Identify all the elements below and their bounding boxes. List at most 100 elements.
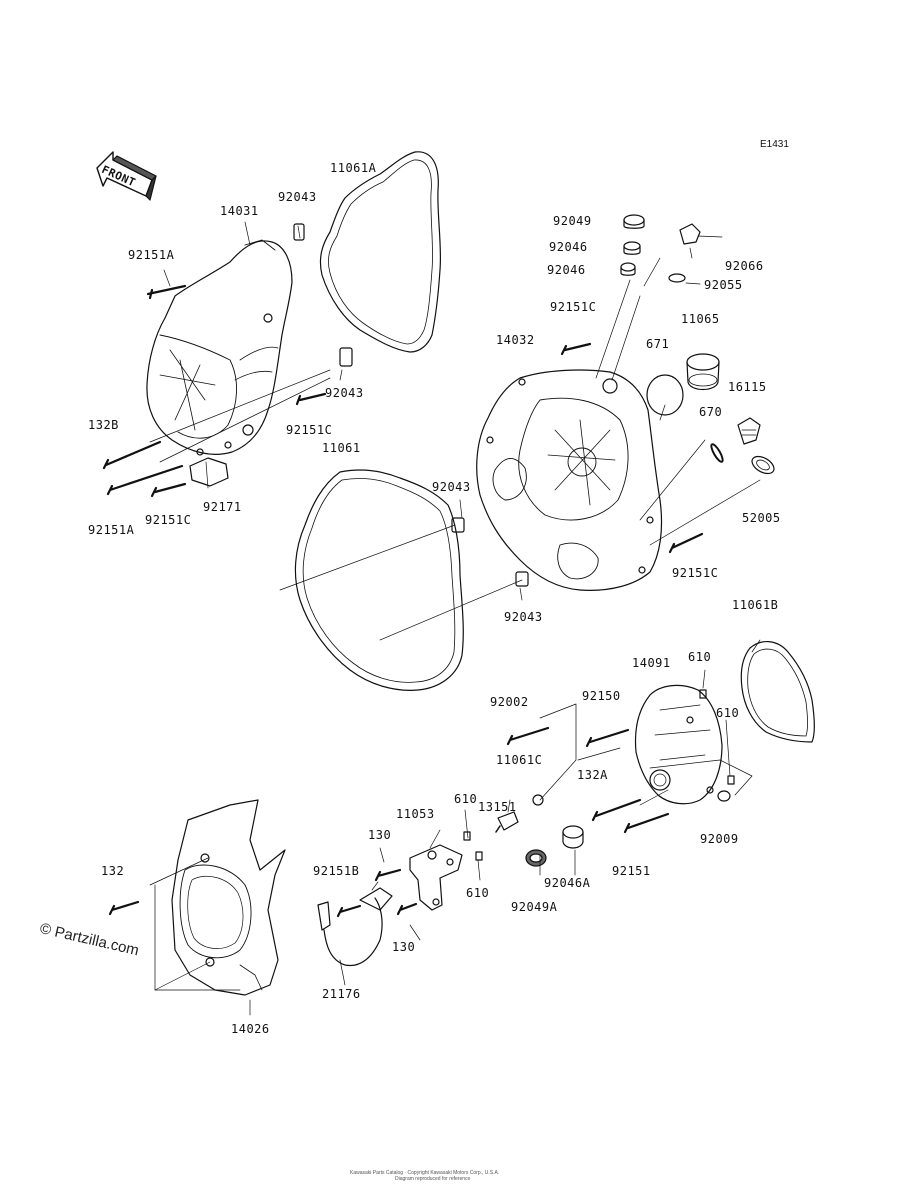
gasket-11061 [294,469,464,691]
label-610-b: 610 [716,706,740,720]
label-92066: 92066 [725,259,764,273]
gasket-11061b [740,641,815,743]
label-14032: 14032 [496,333,535,347]
label-610-d: 610 [466,886,490,900]
label-92043-mid: 92043 [325,386,364,400]
label-92151a-top: 92151A [128,248,175,262]
pin-610-d [475,851,483,861]
label-14091: 14091 [632,656,671,670]
label-92151c-top: 92151C [550,300,597,314]
bolt-130-a [336,904,362,918]
label-671: 671 [646,337,670,351]
bolt-132b [102,440,162,470]
label-92151a-bot: 92151A [88,523,135,537]
label-92049: 92049 [553,214,592,228]
bolt-92151a-top [146,284,187,300]
oring-92055 [668,273,686,283]
bearing-92046a [562,825,584,849]
seal-92049 [623,214,645,226]
label-670: 670 [699,405,723,419]
bolt-92151c-right [668,532,704,554]
bolt-92151a-bot [106,464,184,496]
fitting-92066 [679,223,701,245]
label-92043-top: 92043 [278,190,317,204]
sensor-21176 [317,887,393,967]
label-21176: 21176 [322,987,361,1001]
bracket-11053 [409,844,463,911]
label-92046-b: 92046 [547,263,586,277]
label-11061c: 11061C [496,753,543,767]
cover-14031 [146,239,293,456]
plug-16115 [737,417,761,445]
bearing-92046a [623,241,641,251]
bolt-92002 [506,726,550,746]
label-92043-c: 92043 [432,480,471,494]
label-130-b: 130 [392,940,416,954]
bolt-130-b [396,902,418,916]
label-11053: 11053 [396,807,435,821]
label-92046a: 92046A [544,876,591,890]
cover-14091 [634,684,723,805]
dowel-92043-d [515,571,529,587]
label-130-a: 130 [368,828,392,842]
label-13151: 13151 [478,800,517,814]
label-92151b: 92151B [313,864,360,878]
label-610-c: 610 [454,792,478,806]
front-arrow-icon [96,151,157,201]
footer-line-1: Kawasaki Parts Catalog · Copyright Kawas… [350,1170,500,1176]
bolt-132 [108,900,140,916]
seal-52005 [751,455,775,475]
label-52005: 52005 [742,511,781,525]
bolt-132a [591,798,642,822]
label-14026: 14026 [231,1022,270,1036]
bolt-92151c-left [295,392,327,406]
label-92151: 92151 [612,864,651,878]
valve-13151 [495,811,519,833]
label-11061: 11061 [322,441,361,455]
bearing-92046b [620,262,636,272]
label-11061b: 11061B [732,598,779,612]
cover-14026 [171,799,286,996]
diagram-code: E1431 [760,139,789,150]
dowel-92043-top [293,223,305,241]
label-610-a: 610 [688,650,712,664]
label-92009: 92009 [700,832,739,846]
label-92043-d: 92043 [504,610,543,624]
washer-11061c [532,794,544,806]
label-16115: 16115 [728,380,767,394]
bolt-92151 [623,812,670,834]
label-92151c-left: 92151C [286,423,333,437]
pin-610-b [727,775,735,785]
oring-671 [646,374,684,416]
seal-92049a [525,849,547,867]
bolt-92151c-top [560,342,592,356]
label-11065: 11065 [681,312,720,326]
footer-line-2: Diagram reproduced for reference [395,1176,471,1182]
cover-14032 [476,369,663,591]
label-11061a: 11061A [330,161,377,175]
label-14031: 14031 [220,204,259,218]
label-92002: 92002 [490,695,529,709]
label-92055: 92055 [704,278,743,292]
label-132b: 132B [88,418,119,432]
label-132a: 132A [577,768,608,782]
dowel-92043-mid [339,347,353,367]
label-92046-a: 92046 [549,240,588,254]
label-132: 132 [101,864,125,878]
gasket-11061a [319,151,442,353]
cap-11065 [686,353,720,391]
washer-92009 [717,790,731,802]
label-92151c-bot: 92151C [145,513,192,527]
pin-610-c [463,831,471,841]
label-92151c-right: 92151C [672,566,719,580]
bolt-92150 [585,728,630,748]
bolt-92151c-bot [150,482,187,498]
bolt-92151b [374,868,402,882]
label-92049a: 92049A [511,900,558,914]
label-92171: 92171 [203,500,242,514]
pin-610-a [699,689,707,699]
part-92171 [189,457,229,487]
dowel-92043-c [451,517,465,533]
